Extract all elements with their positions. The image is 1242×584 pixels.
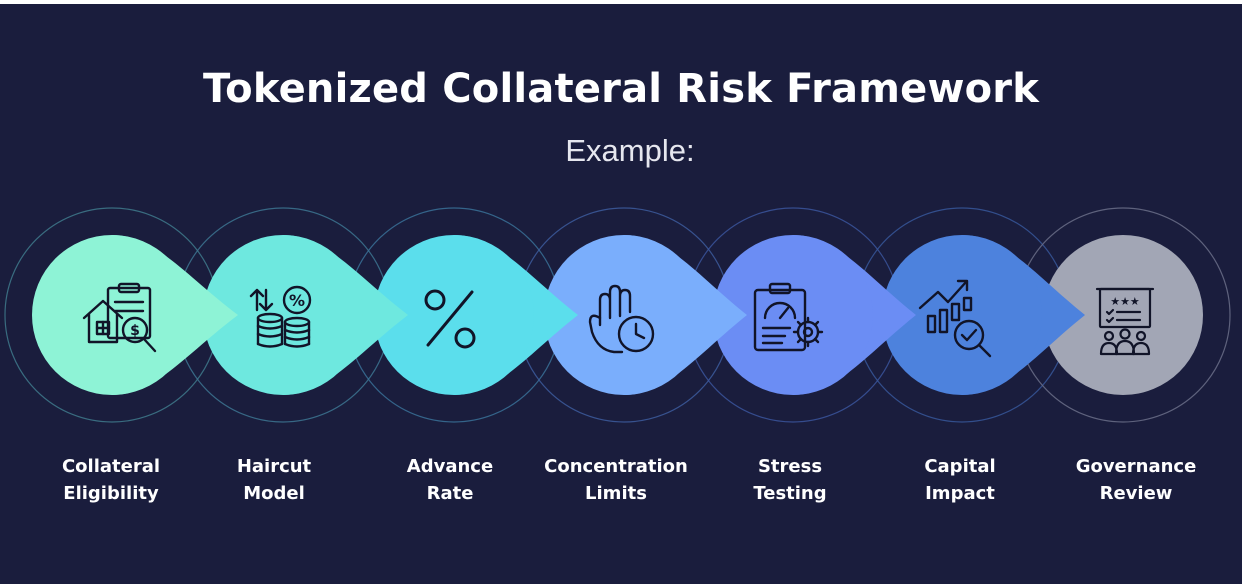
- step-shape-4: [544, 235, 747, 395]
- growth-chart-magnifier-icon: [918, 279, 992, 358]
- house-document-dollar-icon: $: [82, 282, 157, 353]
- hand-stop-clock-icon: [588, 284, 655, 354]
- step-label-line2: Limits: [585, 483, 647, 504]
- step-label-line2: Impact: [925, 483, 995, 504]
- step-label-stress-testing: Stress Testing: [700, 453, 880, 507]
- step-circle-7: [1043, 235, 1203, 395]
- step-label-line1: Collateral: [61, 456, 161, 477]
- step-label-line1: Capital: [924, 456, 996, 477]
- step-label-line1: Advance: [406, 456, 494, 477]
- clipboard-gauge-gear-icon: [753, 282, 824, 352]
- step-label-collateral-eligibility: Collateral Eligibility: [21, 453, 201, 507]
- step-label-haircut-model: Haircut Model: [184, 453, 364, 507]
- step-label-line2: Model: [243, 483, 305, 504]
- step-label-governance-review: Governance Review: [1046, 453, 1226, 507]
- board-team-icon: ★★★: [1095, 287, 1155, 356]
- step-circle-6: [882, 235, 1042, 395]
- svg-text:$: $: [130, 323, 140, 339]
- step-circle-5: [713, 235, 873, 395]
- step-circle-2: [203, 235, 363, 395]
- step-label-line1: Haircut: [236, 456, 312, 477]
- step-shape-7: [1043, 235, 1203, 395]
- step-label-advance-rate: Advance Rate: [360, 453, 540, 507]
- step-label-line2: Eligibility: [63, 483, 159, 504]
- step-label-concentration-limits: Concentration Limits: [526, 453, 706, 507]
- step-label-line2: Rate: [426, 483, 474, 504]
- step-shapes: [32, 235, 1203, 395]
- step-shape-2: [203, 235, 408, 395]
- step-circle-4: [544, 235, 704, 395]
- step-shape-5: [713, 235, 916, 395]
- coins-percent-icon: %: [249, 285, 312, 348]
- percent-icon: [424, 289, 476, 349]
- page-title: Tokenized Collateral Risk Framework: [202, 66, 1040, 112]
- step-shape-6: [882, 235, 1085, 395]
- step-shape-1: [32, 235, 238, 395]
- step-label-line2: Review: [1099, 483, 1173, 504]
- step-label-capital-impact: Capital Impact: [870, 453, 1050, 507]
- page-subtitle: Example:: [565, 133, 695, 168]
- step-label-line1: Stress: [757, 456, 823, 477]
- step-circle-1: [32, 235, 192, 395]
- step-label-line1: Governance: [1075, 456, 1197, 477]
- step-label-line1: Concentration: [544, 456, 688, 477]
- svg-text:%: %: [289, 291, 305, 310]
- step-label-line2: Testing: [753, 483, 827, 504]
- svg-text:★★★: ★★★: [1110, 295, 1140, 308]
